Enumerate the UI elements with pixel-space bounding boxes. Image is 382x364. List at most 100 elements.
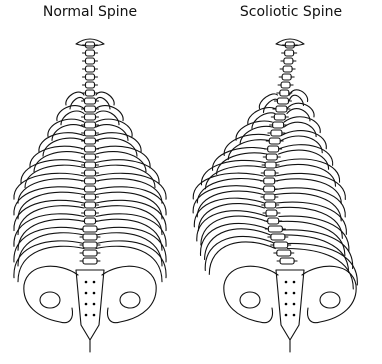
normal-sacral-foramen — [93, 314, 96, 317]
normal-right-rib — [96, 200, 166, 230]
normal-vertebra — [86, 42, 95, 48]
scoliotic-left-rib-inner — [209, 242, 275, 275]
normal-left-foramen — [40, 292, 60, 308]
normal-vertebra — [85, 154, 96, 160]
normal-vertebra — [85, 98, 96, 104]
normal-vertebra — [86, 82, 95, 88]
normal-vertebra — [85, 170, 96, 176]
scoliotic-vertebra — [266, 210, 277, 216]
normal-sacral-foramen — [85, 281, 88, 284]
normal-vertebra — [83, 242, 97, 248]
scoliotic-vertebra — [277, 98, 288, 104]
scoliotic-right-rib — [279, 145, 333, 166]
scoliotic-vertebra — [273, 122, 284, 128]
scoliotic-left-rib — [200, 223, 270, 255]
scoliotic-vertebra — [283, 66, 292, 72]
normal-vertebra — [85, 114, 96, 120]
scoliotic-vertebra — [274, 242, 288, 248]
normal-pelvis — [24, 266, 156, 352]
scoliotic-right-rib-inner — [287, 109, 310, 121]
normal-left-rib-inner — [18, 246, 84, 281]
scoliotic-left-rib-inner — [217, 153, 267, 174]
scoliotic-vertebra — [265, 202, 276, 208]
normal-sacral-foramen — [85, 292, 88, 295]
scoliotic-vertebra — [268, 218, 279, 224]
normal-right-ilium — [102, 266, 156, 322]
normal-vertebra — [86, 50, 95, 56]
normal-vertebra — [85, 194, 96, 200]
normal-vertebra — [85, 162, 96, 168]
scoliotic-vertebra — [264, 194, 275, 200]
scoliotic-sacral-foramen — [285, 303, 288, 306]
normal-vertebra — [85, 186, 96, 192]
scoliotic-vertebra — [271, 130, 282, 136]
normal-sacrum — [76, 270, 104, 340]
normal-vertebra — [83, 226, 97, 232]
normal-sacral-foramen — [93, 303, 96, 306]
normal-vertebra — [83, 258, 97, 264]
scoliotic-vertebra — [282, 74, 291, 80]
normal-vertebra — [83, 250, 97, 256]
normal-right-rib-inner — [96, 179, 162, 204]
scoliotic-left-ilium — [224, 266, 278, 322]
normal-left-rib — [30, 146, 84, 168]
normal-vertebra — [86, 58, 95, 64]
scoliotic-left-foramen — [240, 292, 260, 308]
normal-sacral-foramen — [85, 314, 88, 317]
scoliotic-sacrum — [276, 270, 304, 340]
normal-right-rib-inner — [96, 111, 119, 125]
normal-sacral-foramen — [93, 292, 96, 295]
scoliotic-vertebra — [281, 82, 290, 88]
normal-left-rib — [66, 92, 84, 105]
scoliotic-spine-illustration — [193, 39, 357, 352]
scoliotic-sacral-foramen — [285, 314, 288, 317]
scoliotic-sacral-foramen — [293, 292, 296, 295]
scoliotic-vertebra — [280, 90, 289, 96]
scoliotic-vertebra — [274, 114, 285, 120]
scoliotic-vertebra — [269, 138, 280, 144]
scoliotic-right-ilium — [302, 266, 356, 322]
normal-vertebra — [85, 130, 96, 136]
scoliotic-vertebra — [268, 146, 279, 152]
scoliotic-vertebra — [266, 154, 277, 160]
scoliotic-pelvis — [224, 266, 356, 352]
scoliotic-vertebra — [280, 258, 294, 264]
normal-vertebra — [85, 202, 96, 208]
scoliotic-sacral-foramen — [293, 281, 296, 284]
scoliotic-right-rib — [275, 173, 345, 199]
scoliotic-vertebra — [268, 226, 282, 232]
scoliotic-sacral-foramen — [293, 303, 296, 306]
normal-vertebra — [86, 90, 95, 96]
normal-vertebra — [86, 74, 95, 80]
scoliotic-sacral-foramen — [285, 292, 288, 295]
normal-vertebral-column — [76, 39, 104, 264]
normal-right-rib — [96, 92, 114, 105]
normal-left-rib — [14, 200, 84, 230]
scoliotic-vertebra — [284, 58, 293, 64]
normal-left-rib-inner — [61, 111, 84, 125]
normal-left-rib-inner — [18, 179, 84, 204]
scoliotic-right-rib-inner — [289, 95, 303, 105]
normal-vertebra — [85, 106, 96, 112]
normal-vertebra — [85, 138, 96, 144]
normal-vertebra — [85, 146, 96, 152]
normal-sacral-foramen — [85, 303, 88, 306]
scoliotic-right-rib-inner — [277, 164, 336, 186]
normal-right-rib — [96, 146, 150, 168]
normal-right-foramen — [120, 292, 140, 308]
normal-vertebra — [86, 66, 95, 72]
normal-left-ilium — [24, 266, 78, 322]
scoliotic-right-rib-inner — [284, 122, 316, 136]
scoliotic-vertebra — [285, 42, 294, 48]
scoliotic-vertebra — [264, 170, 275, 176]
scoliotic-vertebra — [265, 162, 276, 168]
scoliotic-right-foramen — [320, 292, 340, 308]
normal-vertebra — [85, 218, 96, 224]
normal-right-rib-inner — [96, 246, 162, 281]
scoliotic-vertebra — [271, 234, 285, 240]
normal-vertebra — [85, 178, 96, 184]
normal-spine-illustration — [14, 39, 166, 352]
scoliotic-sacral-foramen — [285, 281, 288, 284]
scoliotic-vertebra — [276, 106, 287, 112]
